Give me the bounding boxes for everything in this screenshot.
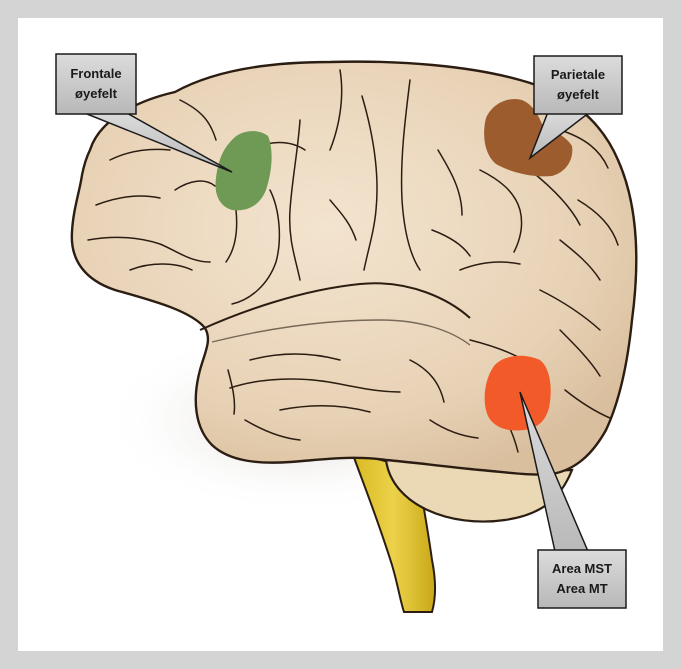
area-mst-mt-region [485, 356, 551, 431]
frontal-callout-box [56, 54, 136, 114]
frontal-label-line1: Frontale [70, 66, 121, 81]
parietal-label-line1: Parietale [551, 67, 605, 82]
mt-label: Area MT [556, 581, 607, 596]
mst-label: Area MST [552, 561, 612, 576]
mst-mt-callout-box [538, 550, 626, 608]
parietal-label-line2: øyefelt [557, 87, 600, 102]
parietal-callout-box [534, 56, 622, 114]
frontal-label-line2: øyefelt [75, 86, 118, 101]
